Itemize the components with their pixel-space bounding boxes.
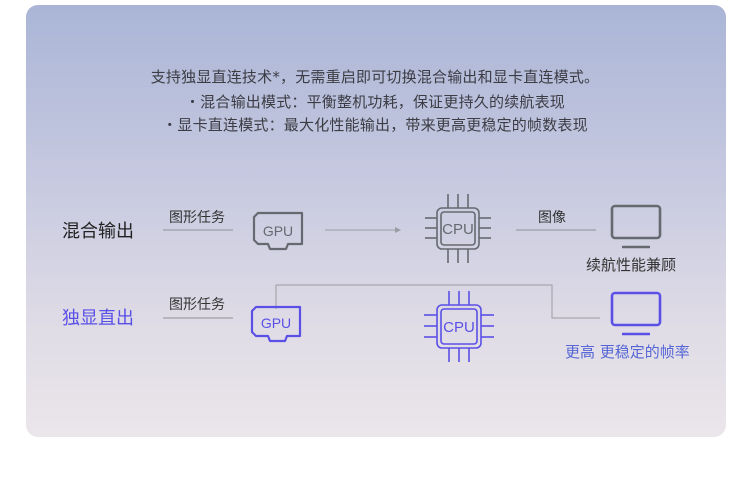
direct-mode-label: 独显直出 — [62, 308, 134, 329]
description-line-3: ・显卡直连模式：最大化性能输出，带来更高更稳定的帧数表现 — [162, 116, 588, 134]
hybrid-cpu-chip-icon — [425, 194, 491, 263]
description-line-1: 支持独显直连技术*，无需重启即可切换混合输出和显卡直连模式。 — [150, 68, 600, 86]
direct-task-label: 图形任务 — [169, 297, 225, 313]
hybrid-gpu-text: GPU — [263, 223, 293, 239]
direct-cpu-text: CPU — [443, 319, 475, 336]
direct-output-label: 更高 更稳定的帧率 — [565, 343, 690, 361]
direct-gpu-icon — [250, 305, 302, 343]
hybrid-task-label: 图形任务 — [169, 210, 225, 226]
direct-gpu-to-display-line — [275, 284, 600, 319]
hybrid-output-label: 续航性能兼顾 — [586, 256, 677, 274]
hybrid-mode-label: 混合输出 — [62, 221, 134, 242]
hybrid-cpu-text: CPU — [442, 221, 474, 238]
feature-card — [26, 5, 726, 437]
direct-monitor-icon — [610, 291, 662, 336]
hybrid-image-label: 图像 — [538, 210, 566, 226]
direct-cpu-chip-icon — [424, 291, 494, 362]
hybrid-gpu-icon — [252, 211, 304, 251]
hybrid-monitor-icon — [610, 204, 662, 249]
direct-gpu-text: GPU — [261, 315, 291, 331]
description-line-2: ・混合输出模式：平衡整机功耗，保证更持久的续航表现 — [184, 93, 565, 111]
